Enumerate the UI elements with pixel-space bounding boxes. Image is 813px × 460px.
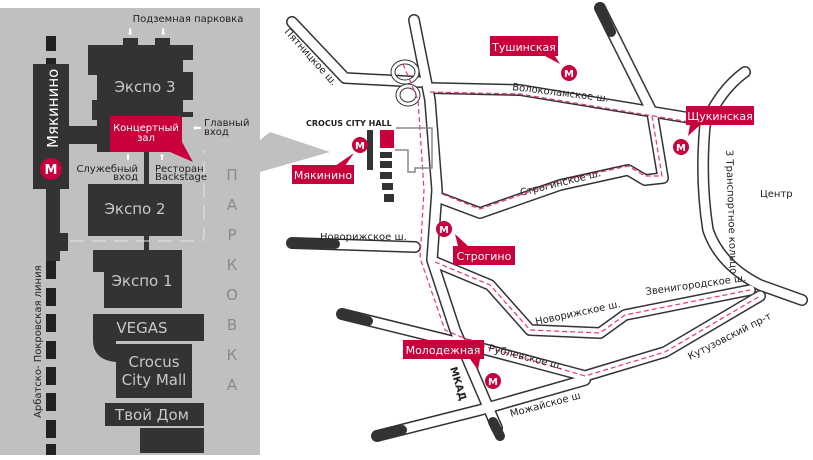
concert-hall[interactable] — [110, 116, 193, 162]
label-mkad: МКАД — [447, 366, 468, 403]
concert-hall-label: зал — [137, 133, 155, 144]
main-entrance-label: Главный — [204, 118, 249, 129]
tvoy-dom-label: Твой Дом — [114, 406, 189, 424]
expo2-building — [88, 184, 182, 236]
road-network — [286, 2, 808, 442]
track-segment — [46, 36, 56, 51]
label-third-ring: 3 Транспортное кольцо — [723, 150, 738, 275]
passage — [144, 152, 149, 184]
metro-icon — [561, 65, 577, 81]
walkway-arrows — [70, 150, 205, 242]
crocus-mall-building — [116, 344, 192, 398]
metro-icon — [352, 137, 368, 153]
metro-icon — [436, 221, 452, 237]
metro-vertical-label: Мякинино — [44, 69, 62, 148]
label-novorizhskoe-west: Новорижское ш. — [320, 232, 407, 243]
station-tushinskaya[interactable]: Тушинская M — [490, 36, 577, 81]
arrow-up-icon: ⬆ — [159, 153, 166, 162]
restaurant-label: Ресторан — [155, 164, 204, 175]
crocus-city-hall-marker — [380, 130, 394, 148]
label-center: Центр — [760, 189, 793, 200]
concert-hall-label: Концертный — [113, 123, 179, 134]
metro-passage — [68, 126, 98, 144]
metro-icon-letter: M — [45, 163, 58, 178]
main-entrance-label: вход — [204, 127, 229, 138]
svg-text:M: M — [439, 225, 449, 236]
route-path — [402, 63, 761, 377]
svg-text:А: А — [227, 196, 238, 214]
road-ends — [287, 3, 616, 441]
svg-text:П: П — [226, 166, 237, 184]
callout-pointer — [260, 132, 330, 172]
passage — [144, 236, 149, 250]
venue-plan: Подземная парковка Мякинино M Арбатско- … — [0, 8, 330, 455]
metro-icon — [673, 139, 689, 155]
expo3-label: Экспо 3 — [114, 78, 175, 96]
tvoy-dom-building — [105, 403, 204, 426]
expo2-label: Экспо 2 — [104, 200, 165, 218]
restaurant-label: Backstage — [155, 172, 207, 183]
service-entrance-label: вход — [113, 172, 138, 183]
svg-text:M: M — [564, 69, 574, 80]
station-name: Щукинская — [687, 110, 753, 123]
station-name: Тушинская — [491, 41, 556, 54]
station-molodezhnaya[interactable]: Молодежная M — [403, 340, 501, 389]
svg-text:Р: Р — [227, 226, 236, 244]
station-myakinino[interactable]: M Мякинино — [292, 137, 368, 184]
arrow-down-icon: ⬇ — [159, 28, 167, 38]
svg-text:M: M — [676, 143, 686, 154]
svg-text:M: M — [488, 377, 498, 388]
metro-line-label: Арбатско- Покровская линия — [33, 265, 44, 418]
expo3-building — [88, 38, 193, 152]
svg-text:О: О — [226, 286, 238, 304]
expo1-building — [93, 250, 182, 308]
vegas-label: VEGAS — [116, 319, 167, 337]
station-name: Мякинино — [294, 169, 352, 182]
station-shchukinskaya[interactable]: Щукинская M — [673, 106, 754, 155]
crocus-city-hall-label: CROCUS CITY HALL — [306, 119, 392, 128]
station-strogino[interactable]: M Строгино — [436, 221, 515, 265]
svg-text:В: В — [227, 316, 237, 334]
station-name: Молодежная — [406, 344, 481, 357]
station-name: Строгино — [457, 250, 512, 263]
track-segment — [46, 58, 56, 64]
crocus-mall-label: Crocus — [128, 353, 179, 371]
expo1-label: Экспо 1 — [111, 272, 172, 290]
crocus-city-hall-site: CROCUS CITY HALL — [306, 119, 433, 202]
svg-text:К: К — [227, 346, 238, 364]
metro-icon — [485, 373, 501, 389]
metro-icon — [40, 158, 62, 180]
building-annex — [140, 428, 204, 453]
vegas-building — [93, 314, 204, 362]
metro-passage — [46, 233, 68, 251]
svg-text:M: M — [355, 141, 365, 152]
arrow-left-icon: ⬅ — [193, 123, 201, 134]
arrow-down-icon: ⬇ — [126, 28, 134, 38]
svg-text:А: А — [227, 376, 238, 394]
arrow-up-icon: ⬆ — [125, 153, 132, 162]
road-labels: Пятницкое ш. Волоколамское ш. Строгинско… — [282, 27, 793, 420]
metro-line-track — [46, 261, 56, 455]
parking-label: П А Р К О В К А — [226, 166, 238, 394]
underground-parking-label: Подземная парковка — [133, 14, 244, 25]
service-entrance-label: Служебный — [76, 164, 138, 175]
crocus-mall-label: City Mall — [122, 371, 187, 389]
svg-text:К: К — [227, 256, 238, 274]
